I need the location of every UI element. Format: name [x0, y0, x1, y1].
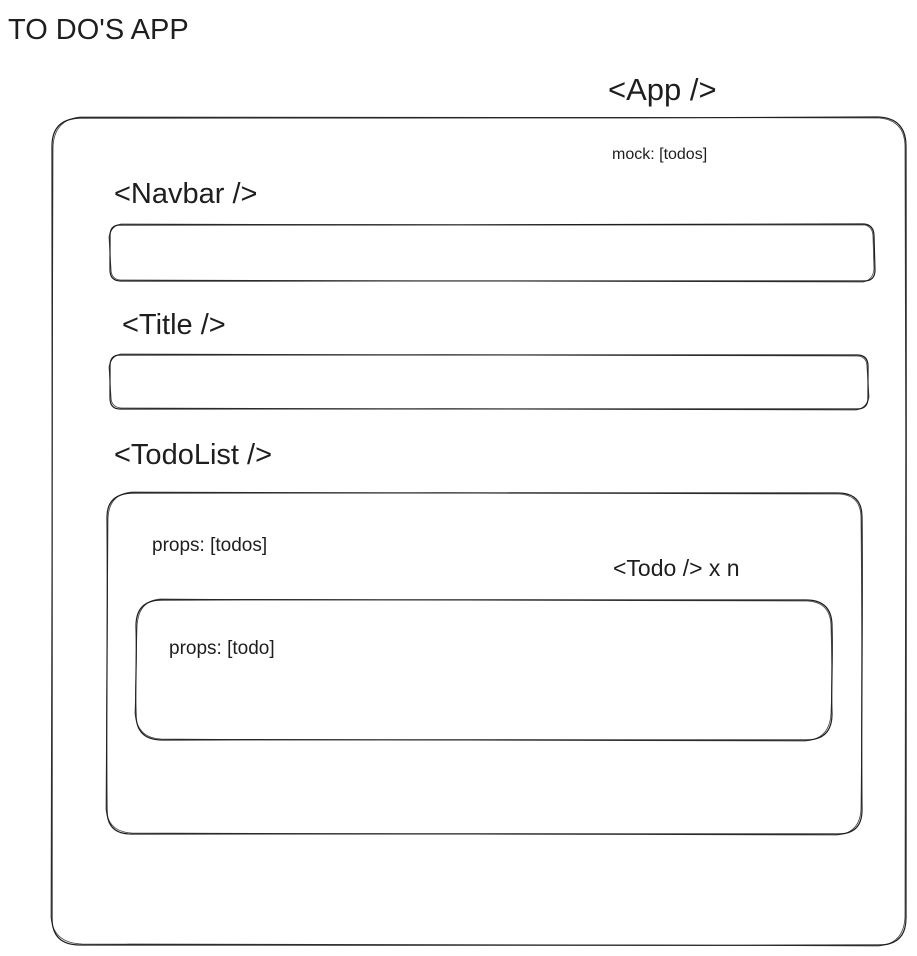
navbar-box	[108, 223, 876, 283]
navbar-component-label: <Navbar />	[114, 178, 258, 210]
app-component-label: <App />	[608, 72, 717, 107]
todo-props-note: props: [todo]	[169, 638, 275, 659]
app-mock-note: mock: [todos]	[612, 146, 708, 163]
app-container	[50, 116, 907, 947]
todolist-component-label: <TodoList />	[114, 439, 272, 471]
todolist-box	[105, 491, 863, 836]
todo-component-label: <Todo /> x n	[613, 555, 740, 581]
todo-box	[134, 598, 833, 742]
todolist-props-note: props: [todos]	[152, 535, 268, 556]
title-box	[108, 353, 870, 411]
page-title: TO DO'S APP	[8, 14, 189, 46]
title-component-label: <Title />	[122, 309, 226, 341]
